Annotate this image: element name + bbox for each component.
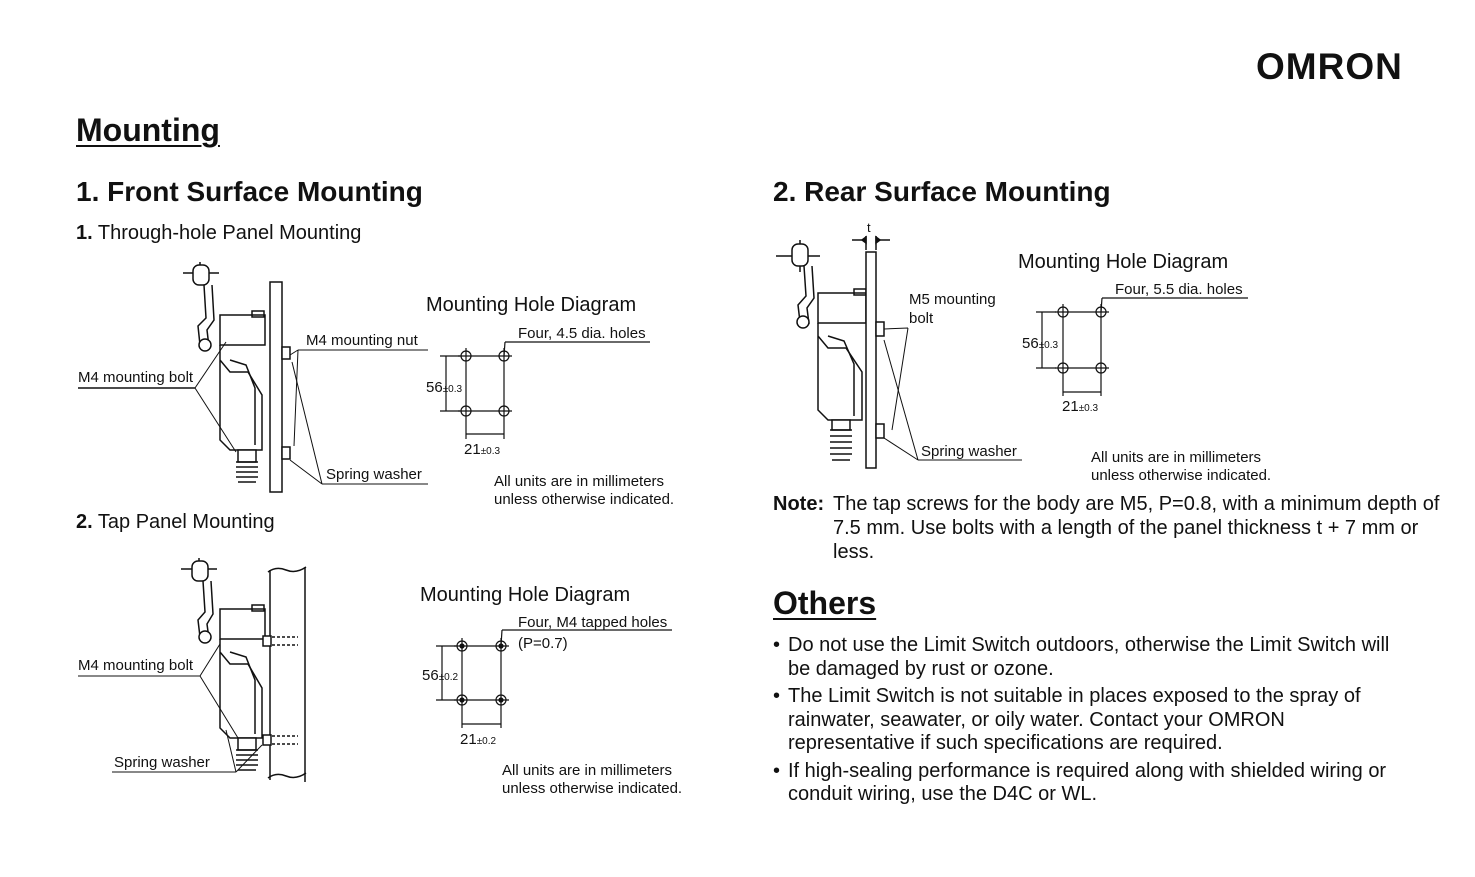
through-hole-title: Through-hole Panel Mounting <box>97 222 362 244</box>
rear-dim-horizontal: 21±0.3 <box>1062 398 1098 415</box>
through-washer-label: Spring washer <box>326 466 422 483</box>
through-dim-h-value: 21 <box>464 441 481 458</box>
through-dim-vertical: 56±0.3 <box>426 379 462 396</box>
through-dim-horizontal: 21±0.3 <box>464 441 500 458</box>
through-units-line-2: unless otherwise indicated. <box>494 491 675 508</box>
tap-units-line-2: unless otherwise indicated. <box>502 780 683 797</box>
through-units-line-1: All units are in millimeters <box>494 473 665 490</box>
rear-mounting-title: 2. Rear Surface Mounting <box>773 176 1111 207</box>
rear-dim-v-tol: ±0.3 <box>1038 340 1059 351</box>
through-dim-h-tol: ±0.3 <box>480 446 501 457</box>
through-diagram-title: Mounting Hole Diagram <box>426 294 637 316</box>
note-heading: Note: <box>773 493 825 515</box>
rear-diagram-title: Mounting Hole Diagram <box>1018 251 1229 273</box>
rear-bolt-label-line-1: M5 mounting <box>909 291 996 308</box>
rear-holes-label: Four, 5.5 dia. holes <box>1115 281 1243 298</box>
tap-washer-label: Spring washer <box>114 754 210 771</box>
tap-dim-v-value: 56 <box>422 667 439 684</box>
rear-units-line-1: All units are in millimeters <box>1091 449 1262 466</box>
tap-panel-title: Tap Panel Mounting <box>97 511 275 533</box>
tap-bolt-label: M4 mounting bolt <box>78 657 194 674</box>
through-holes-label: Four, 4.5 dia. holes <box>518 325 646 342</box>
tap-dim-h-value: 21 <box>460 731 477 748</box>
rear-washer-label: Spring washer <box>921 443 1017 460</box>
tap-panel-number: 2. <box>76 511 93 533</box>
rear-units-line-2: unless otherwise indicated. <box>1091 467 1272 484</box>
through-dim-v-tol: ±0.3 <box>442 384 463 395</box>
tap-units-line-1: All units are in millimeters <box>502 762 673 779</box>
tap-dim-v-tol: ±0.2 <box>438 672 459 683</box>
rear-note: Note: The tap screws for the body are M5… <box>773 492 1439 563</box>
through-hole-number: 1. <box>76 222 93 244</box>
list-item: The Limit Switch is not suitable in plac… <box>773 685 1413 756</box>
tap-pitch-label: (P=0.7) <box>518 635 568 652</box>
rear-dim-h-tol: ±0.3 <box>1078 403 1099 414</box>
through-bolt-label: M4 mounting bolt <box>78 369 194 386</box>
tap-panel-heading: 2. Tap Panel Mounting <box>76 511 275 534</box>
tap-holes-label: Four, M4 tapped holes <box>518 614 668 631</box>
through-nut-label: M4 mounting nut <box>306 332 418 349</box>
rear-thickness-label: t <box>867 220 871 235</box>
rear-dim-vertical: 56±0.3 <box>1022 335 1058 352</box>
page-title: Mounting <box>76 112 220 148</box>
others-list: Do not use the Limit Switch outdoors, ot… <box>773 634 1413 811</box>
list-item: Do not use the Limit Switch outdoors, ot… <box>773 634 1413 681</box>
tap-diagram-title: Mounting Hole Diagram <box>420 584 631 606</box>
through-dim-v-value: 56 <box>426 379 443 396</box>
rear-bolt-label-line-2: bolt <box>909 310 934 327</box>
list-item: If high-sealing performance is required … <box>773 760 1413 807</box>
others-title: Others <box>773 585 877 621</box>
rear-dim-v-value: 56 <box>1022 335 1039 352</box>
omron-logo: OMRON <box>1256 46 1403 87</box>
tap-dim-horizontal: 21±0.2 <box>460 731 496 748</box>
note-body: The tap screws for the body are M5, P=0.… <box>833 493 1440 563</box>
tap-dim-vertical: 56±0.2 <box>422 667 458 684</box>
rear-dim-h-value: 21 <box>1062 398 1079 415</box>
tap-dim-h-tol: ±0.2 <box>476 736 497 747</box>
through-hole-heading: 1. Through-hole Panel Mounting <box>76 222 361 245</box>
front-mounting-title: 1. Front Surface Mounting <box>76 176 423 207</box>
